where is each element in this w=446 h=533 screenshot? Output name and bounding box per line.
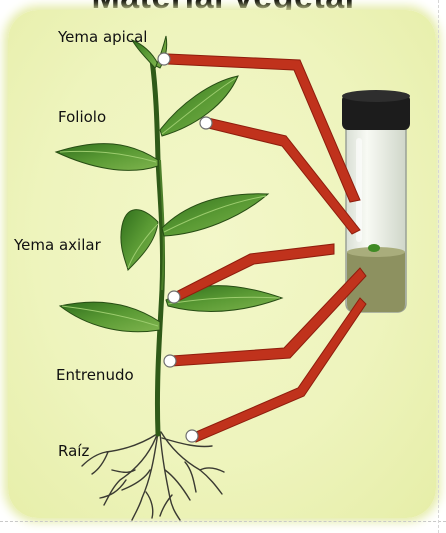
label-foliolo: Foliolo bbox=[58, 108, 106, 126]
leaves bbox=[56, 36, 282, 332]
label-raiz: Raíz bbox=[58, 442, 89, 460]
label-yema-axilar: Yema axilar bbox=[14, 236, 101, 254]
label-entrenudo: Entrenudo bbox=[56, 366, 134, 384]
roots bbox=[82, 432, 224, 520]
stem bbox=[152, 60, 163, 434]
label-yema-apical: Yema apical bbox=[58, 28, 147, 46]
